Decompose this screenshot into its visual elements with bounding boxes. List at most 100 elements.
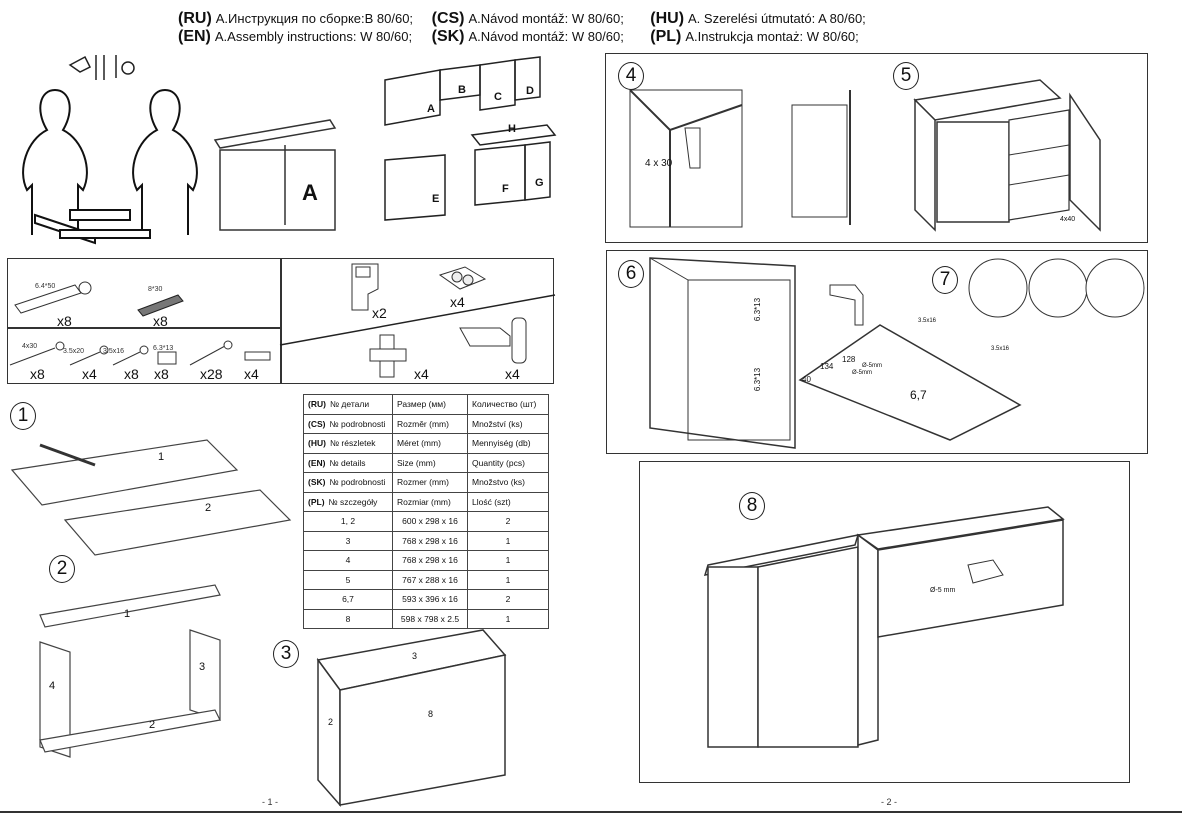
hw-qty: x4 <box>82 366 97 382</box>
kitchen-label-f: F <box>502 183 509 195</box>
drill-size-label: Ø-5 mm <box>930 587 956 594</box>
kitchen-label-a: A <box>427 103 435 115</box>
hw-qty: x4 <box>505 366 520 382</box>
header-text: № szczegóły <box>328 496 378 507</box>
quantity-header: Llość (szt) <box>467 491 549 512</box>
header-line-1: (RU)A.Инструкция по сборке:В 80/60; (CS)… <box>178 10 866 28</box>
hw-qty: x8 <box>124 366 139 382</box>
person-figure-left <box>22 89 88 235</box>
screw-label: 3.5x16 <box>991 346 1010 352</box>
part-quantity: 1 <box>467 530 549 551</box>
lang-code: (RU) <box>178 10 212 27</box>
step-5-screw-label: 4x40 <box>1060 216 1076 223</box>
kitchen-label-e: E <box>432 193 440 205</box>
hw-size: 6.4*50 <box>35 283 56 290</box>
size-header: Rozměr (mm) <box>392 413 468 434</box>
lang-code: (SK) <box>431 28 465 45</box>
part-quantity: 1 <box>467 550 549 571</box>
step-4-illustration <box>629 89 851 228</box>
lang-code: (CS) <box>431 10 465 27</box>
header-text: № details <box>329 457 366 468</box>
kitchen-label-g: G <box>535 177 544 189</box>
leg-pads-icon <box>438 266 487 290</box>
part-number: 8 <box>303 608 393 629</box>
kitchen-label-d: D <box>526 85 534 97</box>
size-header: Size (mm) <box>392 452 468 473</box>
hw-qty: x8 <box>30 366 45 382</box>
step-7-hinge-detail <box>968 258 1145 318</box>
header-text: A.Návod montáž: W 80/60; <box>468 11 624 26</box>
panel-label: 2 <box>328 717 334 727</box>
lang-code: (EN) <box>308 457 326 468</box>
dimension-label: 134 <box>820 362 834 371</box>
lang-code: (RU) <box>308 399 326 410</box>
hinge-icon <box>459 317 527 364</box>
part-number-header: (EN)№ details <box>303 452 393 473</box>
part-size: 600 x 298 x 16 <box>392 511 468 532</box>
step-3-illustration <box>316 629 507 807</box>
hw-qty: x4 <box>244 366 259 382</box>
step-1-number: 1 <box>10 402 36 430</box>
hardware-divider <box>7 327 280 329</box>
quantity-header: Množství (ks) <box>467 413 549 434</box>
part-size: 593 x 396 x 16 <box>392 589 468 610</box>
size-header: Rozmer (mm) <box>392 472 468 493</box>
step-2-illustration <box>39 584 221 758</box>
step-6-screw-label: 6.3*13 <box>753 367 763 392</box>
kitchen-label-b: B <box>458 84 466 96</box>
hammer-icon <box>39 443 96 467</box>
part-number-header: (RU)№ детали <box>303 394 393 415</box>
cabinet-label: A <box>302 180 318 205</box>
quantity-header: Quantity (pcs) <box>467 452 549 473</box>
cabinet-a <box>213 119 337 231</box>
hw-size: 8*30 <box>148 286 163 293</box>
hardware-divider <box>280 258 282 384</box>
hw-qty: x4 <box>450 294 465 310</box>
drill-size-label: Ø-5mm <box>862 363 882 369</box>
part-quantity: 2 <box>467 511 549 532</box>
header-text: A. Szerelési útmutató: A 80/60; <box>688 11 866 26</box>
lang-code: (SK) <box>308 477 326 488</box>
drill-size-label: Ø-5mm <box>852 370 872 376</box>
step-7-number: 7 <box>932 266 958 294</box>
kitchen-label-h: H <box>508 123 516 135</box>
lang-code: (CS) <box>308 418 326 429</box>
shelf-label: 6,7 <box>910 388 927 402</box>
hw-qty: x8 <box>154 366 169 382</box>
part-number-header: (CS)№ podrobnosti <box>303 413 393 434</box>
panel-label: 2 <box>149 719 156 731</box>
part-quantity: 1 <box>467 569 549 590</box>
step-6-7-box <box>606 250 1148 454</box>
part-quantity: 1 <box>467 608 549 629</box>
step-7-shelf <box>798 284 1022 441</box>
part-number: 3 <box>303 530 393 551</box>
part-number: 5 <box>303 569 393 590</box>
lang-code: (EN) <box>178 28 211 45</box>
size-header: Rozmiar (mm) <box>392 491 468 512</box>
hw-size: 3.5x20 <box>63 348 85 355</box>
step-4-screw-label: 4 x 30 <box>645 158 673 169</box>
hw-qty: x28 <box>200 366 223 382</box>
hw-qty: x8 <box>153 313 168 329</box>
header-text: № детали <box>329 399 370 410</box>
hw-size: 3.5x16 <box>103 348 125 355</box>
size-header: Размер (мм) <box>392 394 468 415</box>
quantity-header: Mennyiség (db) <box>467 433 549 454</box>
part-number: 1, 2 <box>303 511 393 532</box>
size-header: Méret (mm) <box>392 433 468 454</box>
part-size: 598 x 798 x 2.5 <box>392 608 468 629</box>
part-quantity: 2 <box>467 589 549 610</box>
step-4-number: 4 <box>618 62 644 90</box>
hinge-plate-icon <box>369 334 407 378</box>
panel-label: 8 <box>428 709 434 719</box>
page-number-left: - 1 - <box>262 797 279 807</box>
